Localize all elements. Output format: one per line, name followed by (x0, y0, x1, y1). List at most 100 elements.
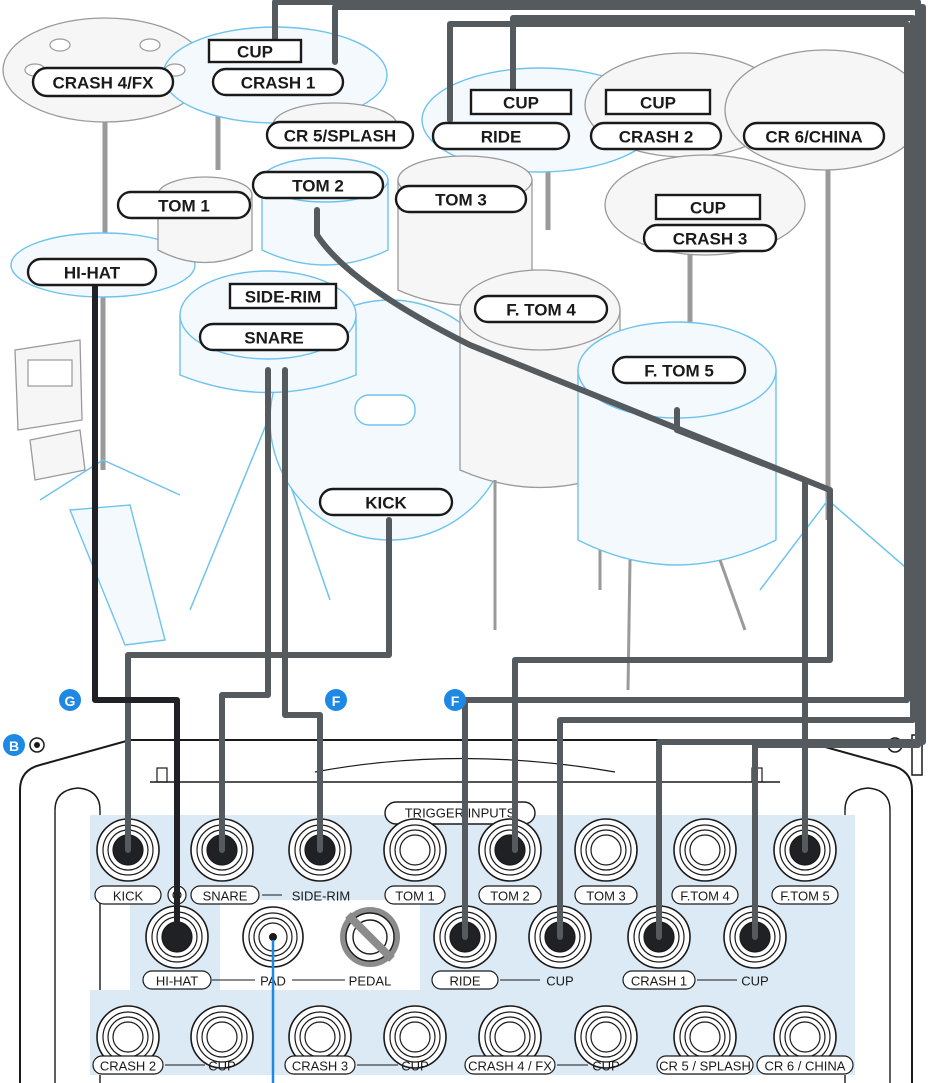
label-crash1-cup: CUP (741, 974, 768, 989)
kit-label-text-crash2: CRASH 2 (619, 128, 694, 147)
svg-text:CR 5 / SPLASH: CR 5 / SPLASH (659, 1059, 751, 1074)
panel-title: TRIGGER INPUTS (405, 806, 516, 821)
kit-label-text-crash1: CRASH 1 (241, 74, 316, 93)
cable-side-rim (282, 367, 323, 853)
label-crash3: CRASH 3 (284, 1055, 356, 1075)
kit-label-hihat: HI-HAT (26, 257, 158, 287)
kit-label-text-ftom4: F. TOM 4 (506, 301, 576, 320)
svg-text:RIDE: RIDE (449, 974, 480, 989)
svg-text:CRASH 1: CRASH 1 (631, 974, 687, 989)
kit-label-text-cup_ride: CUP (503, 94, 539, 113)
jack-row1-4[interactable] (478, 818, 542, 882)
jack-row3-5[interactable] (574, 1005, 638, 1069)
jack-pedal[interactable] (340, 907, 400, 967)
hihat-pedal (68, 504, 166, 646)
cable-ride (447, 21, 910, 940)
kit-label-text-tom2: TOM 2 (292, 177, 344, 196)
label-crash4fx-cup: CUP (592, 1059, 619, 1074)
kit-label-text-cr5splash: CR 5/SPLASH (284, 127, 396, 146)
kit-label-text-hihat: HI-HAT (64, 264, 121, 283)
cable-group (92, 0, 926, 1083)
callout-g-text: G (65, 693, 76, 709)
svg-text:F.TOM 4: F.TOM 4 (680, 889, 730, 904)
label-crash4fx: CRASH 4 / FX (464, 1055, 556, 1075)
kit-label-cup_crash1: CUP (207, 38, 303, 64)
label-tom2: TOM 2 (478, 885, 542, 905)
label-tom3: TOM 3 (574, 885, 638, 905)
svg-text:HI-HAT: HI-HAT (156, 974, 198, 989)
jack-row3-7[interactable] (773, 1005, 837, 1069)
kit-label-cr6china: CR 6/CHINA (742, 121, 886, 151)
kit-label-text-cup_crash2: CUP (640, 94, 676, 113)
svg-text:KICK: KICK (113, 889, 144, 904)
label-kick: KICK (94, 885, 162, 905)
panel-title-group: TRIGGER INPUTS (384, 801, 536, 825)
jack-row3-1[interactable] (190, 1005, 254, 1069)
label-snare: SNARE (190, 885, 260, 905)
jack-row3-4[interactable] (478, 1005, 542, 1069)
label-hihat: HI-HAT (142, 970, 212, 990)
kit-label-text-kick: KICK (365, 494, 407, 513)
cable-ride-cup (510, 15, 916, 940)
kit-label-group: CRASH 4/FX CUP CRASH 1 CR 5/SPLASH CUP RIDE CU… (26, 38, 886, 517)
kit-label-ftom5: F. TOM 5 (611, 355, 747, 385)
jack-row1-5[interactable] (574, 818, 638, 882)
cable-hihat (92, 282, 180, 940)
label-cr5splash: CR 5 / SPLASH (656, 1055, 754, 1075)
label-ftom4: F.TOM 4 (671, 885, 739, 905)
label-crash3-cup: CUP (401, 1059, 428, 1074)
svg-text:TOM 2: TOM 2 (490, 889, 530, 904)
callout-b (3, 734, 25, 756)
svg-text:F.TOM 5: F.TOM 5 (780, 889, 830, 904)
label-side-rim: SIDE-RIM (292, 889, 351, 904)
kit-label-crash4fx: CRASH 4/FX (31, 66, 175, 98)
kit-label-text-cr6china: CR 6/CHINA (765, 128, 862, 147)
label-pedal: PEDAL (349, 974, 392, 989)
kit-label-crash1: CRASH 1 (211, 67, 345, 97)
svg-text:TOM 1: TOM 1 (395, 889, 435, 904)
cable-tom2 (314, 207, 833, 853)
kit-label-ride: RIDE (431, 121, 571, 151)
label-ride: RIDE (431, 970, 499, 990)
callout-g (59, 689, 81, 711)
kit-label-tom3: TOM 3 (394, 184, 528, 214)
callout-f1-text: F (332, 693, 341, 709)
callout-group: G F F B (3, 689, 466, 756)
jack-row3-0[interactable] (96, 1005, 160, 1069)
svg-text:SNARE: SNARE (203, 889, 248, 904)
kit-label-cr5splash: CR 5/SPLASH (265, 120, 415, 150)
callout-f2-text: F (451, 693, 460, 709)
svg-text:CRASH 3: CRASH 3 (292, 1059, 348, 1074)
kit-label-snare: SNARE (198, 322, 350, 352)
kit-label-text-cup_crash1: CUP (237, 43, 273, 62)
jack-row3-3[interactable] (383, 1005, 447, 1069)
kit-label-tom2: TOM 2 (251, 170, 385, 200)
svg-text:CRASH 2: CRASH 2 (100, 1059, 156, 1074)
cable-ftom5 (674, 407, 808, 853)
cable-crash1 (332, 4, 926, 940)
cable-crash1-cup (272, 0, 921, 940)
label-ride-cup: CUP (546, 974, 573, 989)
callout-b-text: B (9, 738, 19, 754)
jack-row3-2[interactable] (288, 1005, 352, 1069)
label-crash2: CRASH 2 (92, 1055, 164, 1075)
label-cr6china: CR 6 / CHINA (756, 1055, 854, 1075)
label-crash2-cup: CUP (208, 1059, 235, 1074)
jack-row1-6[interactable] (673, 818, 737, 882)
label-ftom5: F.TOM 5 (771, 885, 839, 905)
kit-label-text-ftom5: F. TOM 5 (644, 362, 714, 381)
kit-label-ftom4: F. TOM 4 (473, 294, 609, 324)
kit-label-siderim: SIDE-RIM (228, 282, 338, 310)
kit-label-cup_crash3: CUP (654, 193, 762, 221)
kit-label-text-cup_crash3: CUP (690, 199, 726, 218)
label-crash1: CRASH 1 (622, 970, 696, 990)
kit-label-text-snare: SNARE (244, 329, 304, 348)
kit-label-crash3: CRASH 3 (642, 223, 778, 253)
cr6-china-cymbal (724, 49, 926, 171)
kit-label-kick: KICK (318, 487, 454, 517)
svg-text:CR 6 / CHINA: CR 6 / CHINA (765, 1059, 846, 1074)
jack-row1-3[interactable] (383, 818, 447, 882)
tom2-drum (261, 179, 389, 266)
label-tom1: TOM 1 (384, 885, 446, 905)
